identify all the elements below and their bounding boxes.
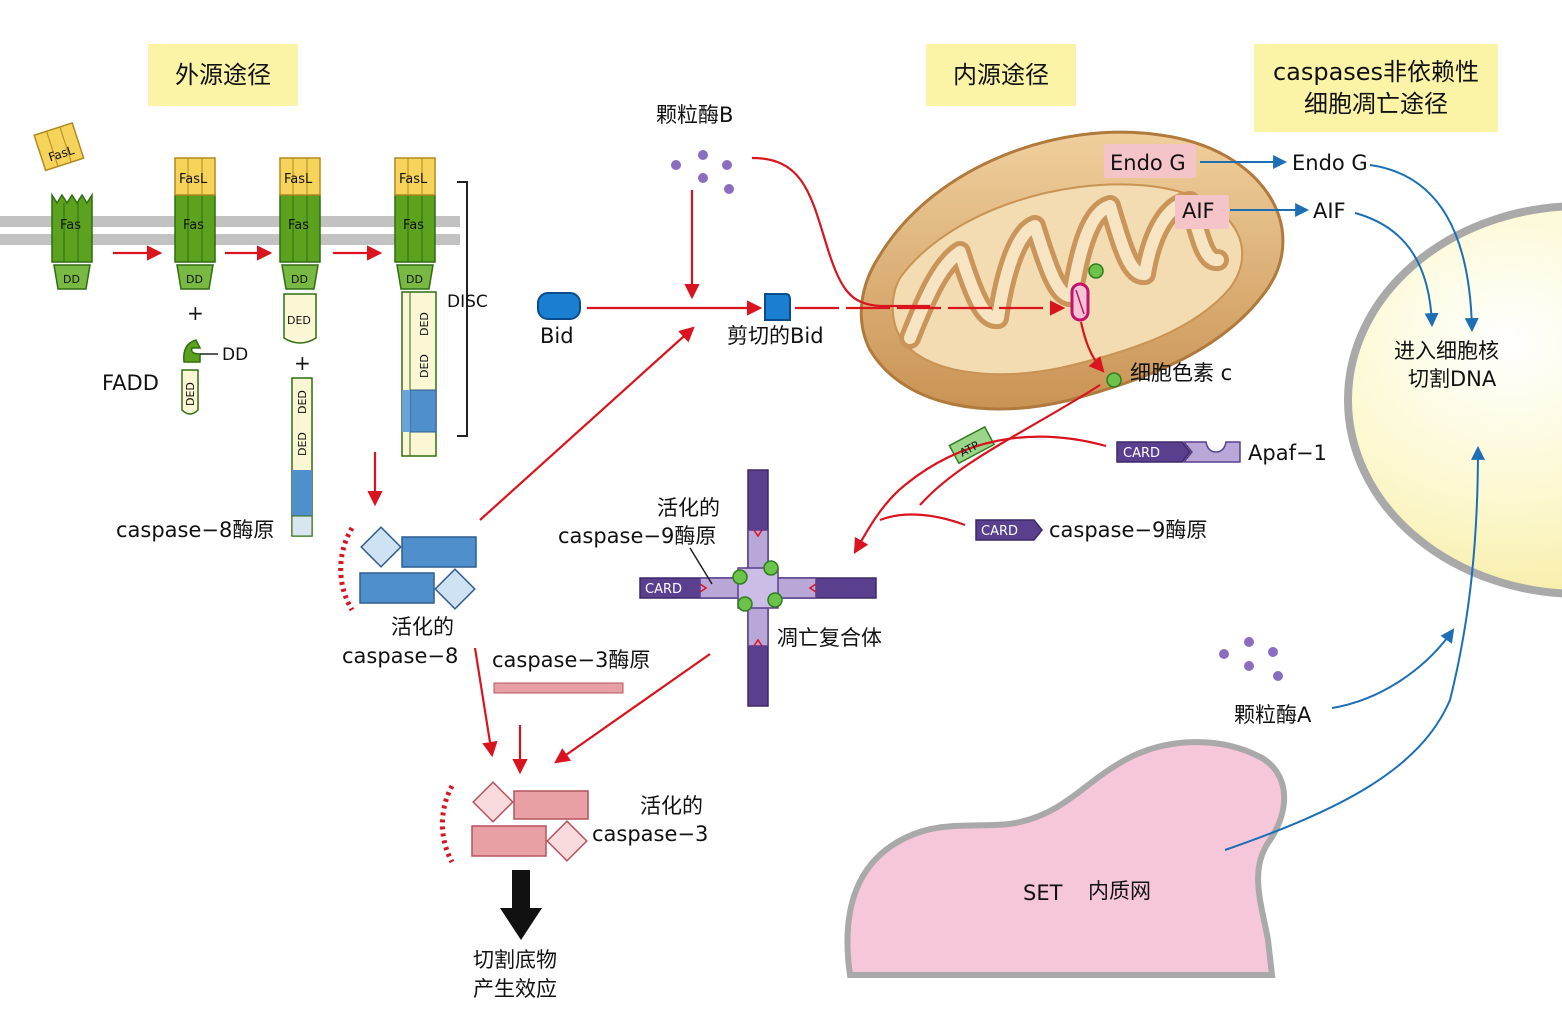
fasl-label-2: FasL: [179, 172, 208, 187]
apaf1-molecule: [1116, 441, 1241, 463]
active-procaspase9-label-2: caspase−9酶原: [558, 524, 716, 548]
disc-label: DISC: [447, 292, 488, 312]
granzyme-b-label: 颗粒酶B: [656, 103, 733, 127]
procaspase8-molecule: [291, 377, 313, 537]
cleaved-bid-molecule: [763, 293, 791, 321]
apoptosome-card-label: CARD: [645, 582, 682, 597]
released-endo-g-label: Endo G: [1292, 151, 1368, 175]
substrate-label-2: 产生效应: [473, 977, 557, 1001]
granzyme-a-particles: [1219, 637, 1283, 681]
plus-sign-2: +: [294, 351, 311, 375]
fas-receptor-3: [279, 157, 321, 344]
cell-membrane: [0, 216, 460, 245]
procaspase9-card-label: CARD: [981, 524, 1018, 539]
cleaved-bid-label: 剪切的Bid: [727, 324, 824, 348]
fasl-free-trimer: [33, 121, 85, 172]
active-caspase3-label-2: caspase−3: [592, 822, 708, 846]
fas-label-1: Fas: [60, 218, 81, 233]
dd-label-2: DD: [186, 273, 203, 286]
granzyme-a-label: 颗粒酶A: [1234, 703, 1312, 727]
fas-label-2: Fas: [183, 218, 204, 233]
active-caspase3-complex: [439, 781, 589, 864]
ded-label-disc-1: DED: [418, 312, 431, 336]
fadd-label: FADD: [102, 371, 159, 395]
active-procaspase9-label-1: 活化的: [657, 496, 720, 520]
apoptosome-complex: [639, 469, 877, 707]
er-set-label: SET: [1023, 881, 1063, 905]
nucleus-label-1: 进入细胞核: [1394, 339, 1499, 363]
procaspase3-label: caspase−3酶原: [492, 648, 650, 672]
disc-bracket: [457, 181, 468, 437]
nucleus-label-2: 切割DNA: [1408, 367, 1497, 391]
plus-sign-1: +: [187, 301, 204, 325]
fas-receptor-1: [51, 192, 93, 290]
blue-arrows: [1200, 155, 1485, 851]
fadd-molecule: [181, 339, 218, 415]
active-caspase8-complex: [338, 526, 477, 612]
header-independent-line1: caspases非依赖性: [1272, 57, 1480, 86]
fas-receptor-4: [394, 157, 437, 457]
nucleus: [1344, 202, 1562, 598]
ded-label-procasp8-2: DED: [296, 432, 309, 456]
ded-label-receptor3: DED: [287, 314, 311, 327]
endoplasmic-reticulum: [844, 739, 1288, 978]
ded-label-fadd: DED: [184, 382, 197, 406]
endo-g-highlight: [1104, 144, 1196, 178]
dd-label-3: DD: [291, 273, 308, 286]
granzyme-b-particles: [671, 150, 734, 194]
cytochrome-c-label: 细胞色素 c: [1130, 361, 1232, 385]
active-caspase3-label-1: 活化的: [640, 794, 703, 818]
ded-label-disc-2: DED: [418, 354, 431, 378]
text-labels: FasL FasL FasL FasL Fas Fas Fas Fas DD D…: [47, 103, 1499, 1001]
procaspase9-label: caspase−9酶原: [1049, 518, 1207, 542]
apaf1-label: Apaf−1: [1248, 441, 1327, 465]
apoptosome-label: 凋亡复合体: [777, 626, 882, 650]
dd-label-4: DD: [406, 273, 423, 286]
dd-label-1: DD: [63, 273, 80, 286]
bid-molecule: [537, 292, 581, 320]
apaf1-card-label: CARD: [1123, 446, 1160, 461]
active-caspase8-label-1: 活化的: [391, 615, 454, 639]
substrate-cleavage-arrow: [500, 870, 542, 940]
procaspase9-molecule: [975, 519, 1043, 541]
cytochrome-c-dot: [1088, 263, 1104, 279]
header-intrinsic-pathway: 内源途径: [926, 44, 1076, 106]
ded-label-procasp8-1: DED: [296, 390, 309, 414]
red-arrows: [113, 156, 1107, 775]
fasl-label-4: FasL: [399, 172, 428, 187]
mitochondrion: [859, 130, 1285, 411]
er-label: 内质网: [1088, 879, 1151, 903]
fas-label-4: Fas: [403, 218, 424, 233]
aif-highlight: [1175, 195, 1229, 229]
fadd-dd-label: DD: [222, 345, 248, 365]
released-aif-label: AIF: [1313, 199, 1346, 223]
fas-label-3: Fas: [288, 218, 309, 233]
fasl-label-3: FasL: [284, 172, 313, 187]
bid-label: Bid: [540, 324, 574, 348]
header-caspase-independent-pathway: caspases非依赖性 细胞凋亡途径: [1254, 44, 1498, 132]
cytochrome-c-released-dot: [1106, 372, 1122, 388]
mito-endo-g-label: Endo G: [1110, 151, 1186, 175]
substrate-label-1: 切割底物: [473, 948, 557, 972]
mito-aif-label: AIF: [1182, 199, 1215, 223]
active-caspase8-label-2: caspase−8: [342, 644, 458, 668]
header-independent-line2: 细胞凋亡途径: [1304, 90, 1448, 118]
procaspase8-label: caspase−8酶原: [116, 518, 274, 542]
fas-receptor-2: [174, 157, 216, 290]
procaspase3-bar: [493, 682, 624, 694]
header-extrinsic-pathway: 外源途径: [148, 44, 298, 106]
